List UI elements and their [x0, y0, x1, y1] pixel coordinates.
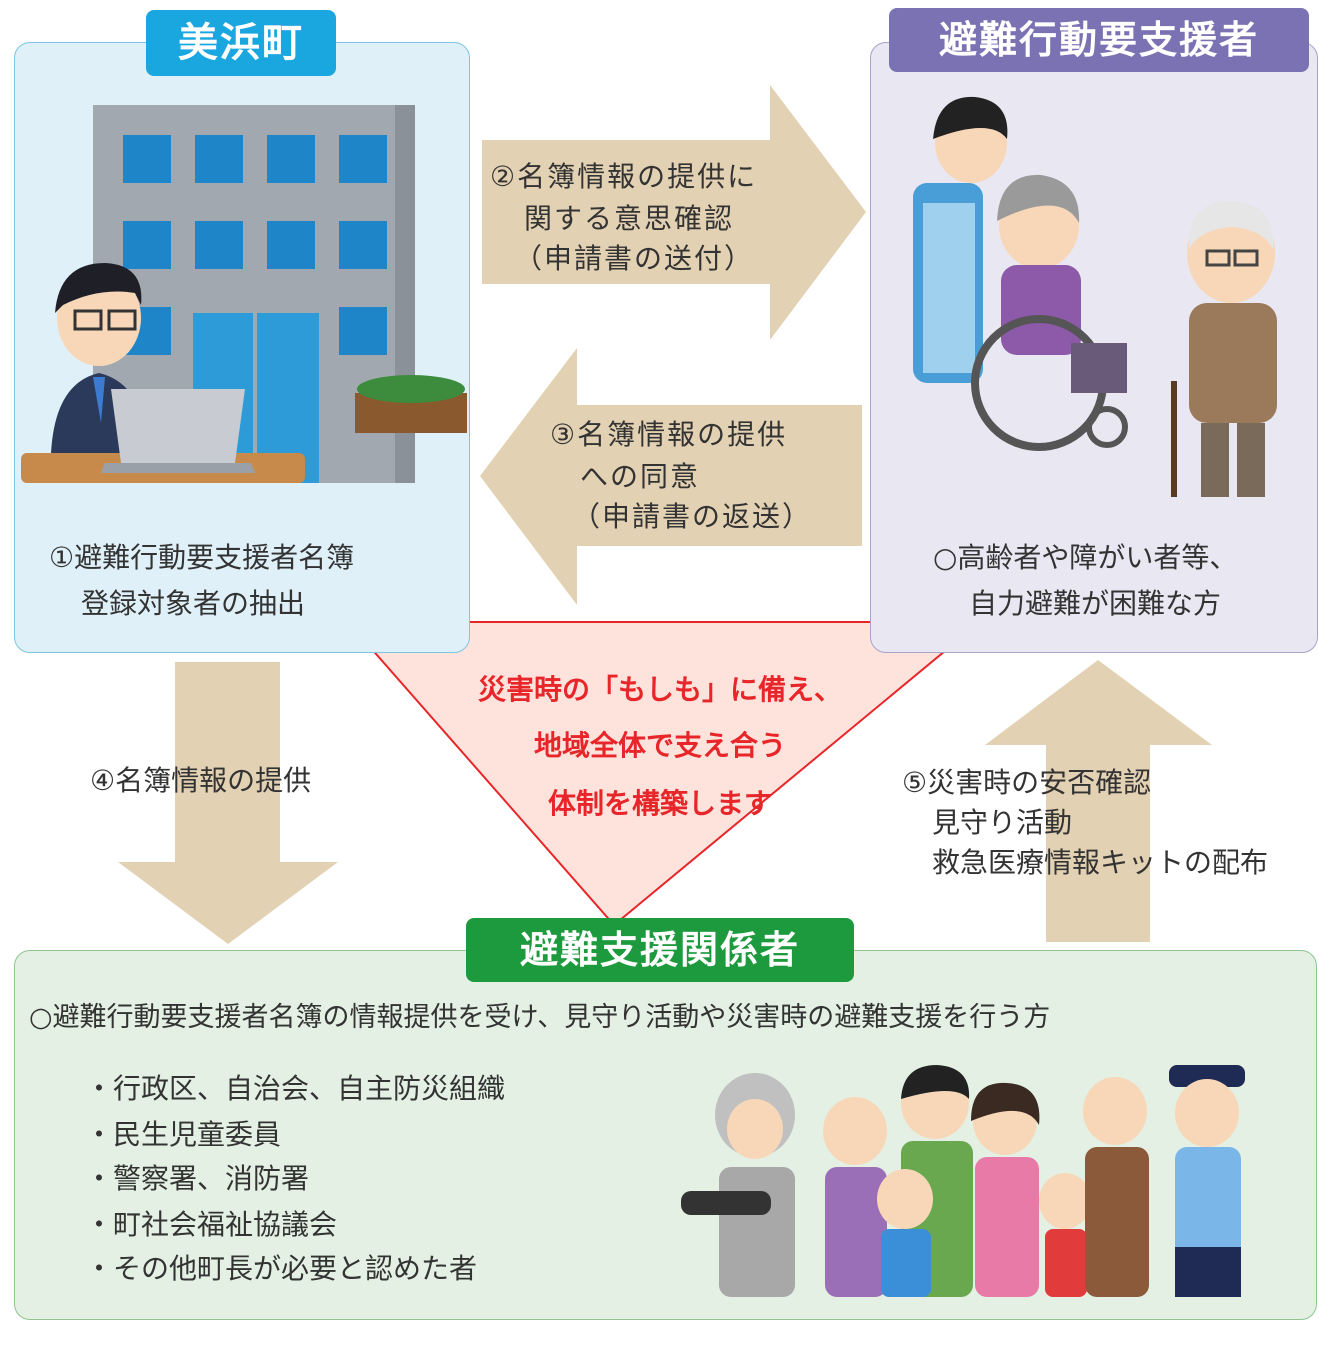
helpers-list-item: ・町社会福祉協議会: [85, 1208, 338, 1241]
arrow4-label: ④名簿情報の提供: [90, 764, 312, 797]
support-title: 避難行動要支援者: [889, 8, 1309, 72]
helpers-panel: ○避難行動要支援者名簿の情報提供を受け、見守り活動や災害時の避難支援を行う方 ・…: [14, 950, 1317, 1320]
arrow-down: [118, 662, 338, 944]
support-description-line1: ○高齢者や障がい者等、: [933, 541, 1238, 574]
helpers-list-item: ・警察署、消防署: [85, 1162, 310, 1195]
arrow3-label-line1: ③名簿情報の提供: [550, 418, 788, 451]
arrow2-label-line2: 関する意思確認: [524, 202, 735, 235]
center-message-line1: 災害時の「もしも」に備え、: [477, 673, 842, 706]
arrow2-label-line1: ②名簿情報の提供に: [490, 160, 758, 193]
helpers-list-item: ・行政区、自治会、自主防災組織: [85, 1072, 506, 1105]
center-message-line3: 体制を構築します: [547, 787, 772, 820]
arrow3-label-line3: （申請書の返送）: [572, 500, 813, 533]
town-description-line2: 登録対象者の抽出: [81, 587, 306, 620]
town-description-line1: ①避難行動要支援者名簿: [49, 541, 355, 574]
community-people-illustration: [681, 1065, 1245, 1297]
arrow5-label-line1: ⑤災害時の安否確認: [902, 766, 1152, 799]
elderly-wheelchair-illustration: [913, 96, 1277, 497]
arrow-right: [482, 85, 866, 340]
center-triangle: [345, 621, 983, 927]
helpers-title: 避難支援関係者: [466, 918, 854, 982]
arrow3-label-line2: への同意: [580, 460, 701, 493]
office-building-illustration: [21, 105, 467, 483]
town-title: 美浜町: [146, 10, 336, 76]
town-panel: ①避難行動要支援者名簿 登録対象者の抽出: [14, 42, 470, 653]
arrow-up: [985, 660, 1212, 942]
support-description-line2: 自力避難が困難な方: [969, 587, 1222, 620]
helpers-list-item: ・民生児童委員: [85, 1118, 282, 1151]
helpers-description: ○避難行動要支援者名簿の情報提供を受け、見守り活動や災害時の避難支援を行う方: [29, 1002, 1051, 1033]
arrow2-label-line3: （申請書の送付）: [514, 242, 755, 275]
arrow-left: [480, 348, 862, 605]
helpers-list-item: ・その他町長が必要と認めた者: [85, 1252, 478, 1285]
center-message-line2: 地域全体で支え合う: [533, 729, 786, 762]
arrow5-label-line3: 救急医療情報キットの配布: [932, 846, 1269, 879]
support-panel: ○高齢者や障がい者等、 自力避難が困難な方: [870, 42, 1318, 653]
arrow5-label-line2: 見守り活動: [932, 806, 1073, 839]
